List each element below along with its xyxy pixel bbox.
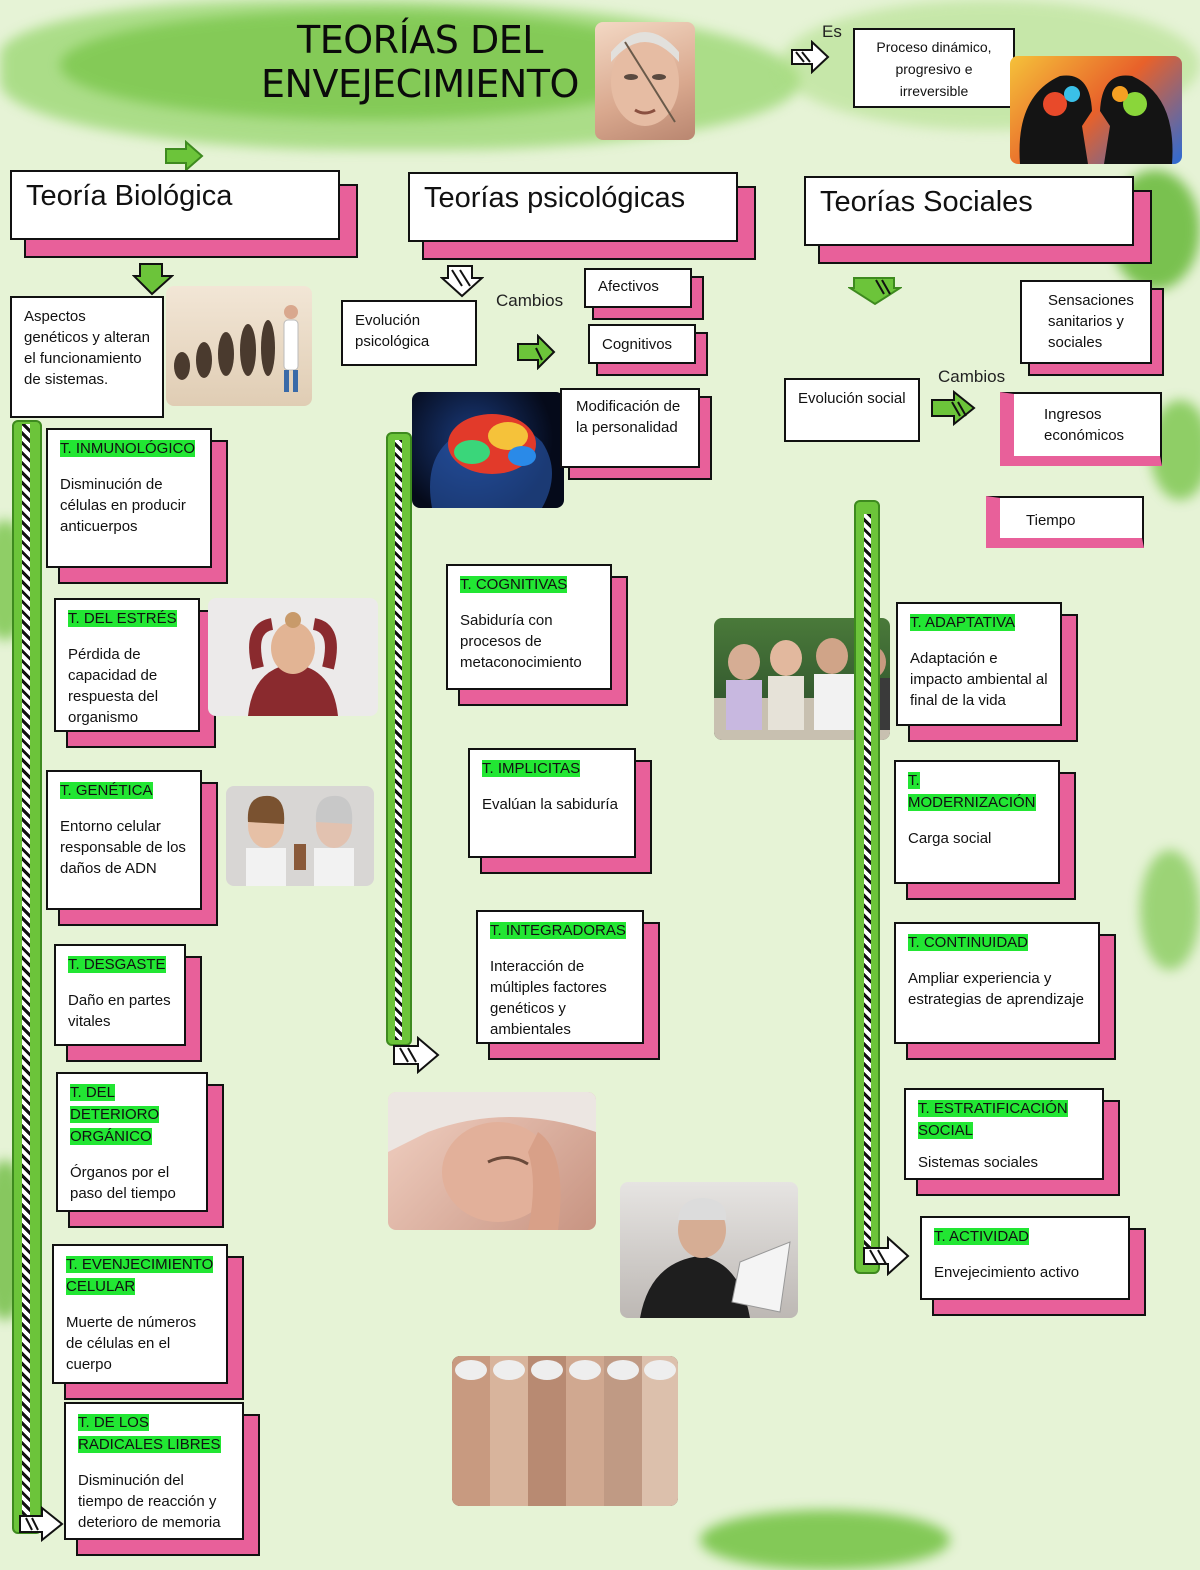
social-changes-arrow-icon xyxy=(931,390,976,426)
definition-arrow-icon xyxy=(791,40,830,74)
biological-header-label: Teoría Biológica xyxy=(26,180,233,212)
soc-theory-desc: Envejecimiento activo xyxy=(934,1264,1080,1281)
soc-theory-desc: Carga social xyxy=(908,830,992,847)
soc-theory-name: T. ESTRATIFICACIÓN SOCIAL xyxy=(918,1100,1068,1139)
change-label: Tiempo xyxy=(1026,512,1076,529)
psychological-header-label: Teorías psicológicas xyxy=(424,182,686,214)
social-changes-label: Cambios xyxy=(938,367,1006,386)
soc-theory-desc: Ampliar experiencia y estrategias de apr… xyxy=(908,970,1084,1008)
social-change-tiempo: Tiempo xyxy=(986,496,1144,548)
definition-label: Es xyxy=(822,22,842,41)
bio-theory-desc: Disminución de células en producir antic… xyxy=(60,476,186,535)
definition-box: Proceso dinámico, progresivo e irreversi… xyxy=(853,28,1015,108)
social-header: Teorías Sociales xyxy=(804,176,1134,246)
psy-theory-implicitas: T. IMPLICITAS Evalúan la sabiduría xyxy=(468,748,636,858)
bio-theory-name: T. DE LOS RADICALES LIBRES xyxy=(78,1414,221,1453)
biological-intro-box: Aspectos genéticos y alteran el funciona… xyxy=(10,296,164,418)
soc-theory-continuidad: T. CONTINUIDAD Ampliar experiencia y est… xyxy=(894,922,1100,1044)
social-intro-text: Evolución social xyxy=(798,390,906,407)
psychological-modification-box: Modificación de la personalidad xyxy=(560,388,700,468)
reading-man-image xyxy=(620,1182,798,1318)
page-title: TEORÍAS DEL ENVEJECIMIENTO xyxy=(230,18,610,106)
bio-theory-genetica: T. GENÉTICA Entorno celular responsable … xyxy=(46,770,202,910)
psy-theory-cognitivas: T. COGNITIVAS Sabiduría con procesos de … xyxy=(446,564,612,690)
soc-theory-modernizacion: T. MODERNIZACIÓN Carga social xyxy=(894,760,1060,884)
social-change-ingresos: Ingresos económicos xyxy=(1000,392,1162,466)
bio-theory-deterioro: T. DEL DETERIORO ORGÁNICO Órganos por el… xyxy=(56,1072,208,1212)
bio-theory-desc: Muerte de números de células en el cuerp… xyxy=(66,1314,197,1373)
modification-text: Modificación de la personalidad xyxy=(576,398,681,436)
bio-theory-name: T. DEL ESTRÉS xyxy=(68,610,177,627)
soc-theory-name: T. ADAPTATIVA xyxy=(910,614,1016,631)
biological-flow-end-arrow-icon xyxy=(19,1506,64,1542)
psy-theory-name: T. COGNITIVAS xyxy=(460,576,568,593)
psy-theory-desc: Sabiduría con procesos de metaconocimien… xyxy=(460,612,582,671)
social-down-arrow-icon xyxy=(848,277,902,306)
bio-theory-name: T. DESGASTE xyxy=(68,956,166,973)
soc-theory-actividad: T. ACTIVIDAD Envejecimiento activo xyxy=(920,1216,1130,1300)
bio-theory-name: T. EVENJECIMIENTO CELULAR xyxy=(66,1256,214,1295)
change-label: Cognitivos xyxy=(602,336,673,353)
bio-theory-name: T. DEL DETERIORO ORGÁNICO xyxy=(70,1084,160,1145)
psychological-intro-text: Evolución psicológica xyxy=(355,312,430,350)
psy-theory-name: T. INTEGRADORAS xyxy=(490,922,626,939)
social-header-label: Teorías Sociales xyxy=(820,186,1033,218)
psychological-changes-arrow-icon xyxy=(517,334,556,370)
bio-theory-desc: Órganos por el paso del tiempo xyxy=(70,1164,176,1202)
elderly-faces-image xyxy=(452,1356,678,1506)
soc-theory-name: T. MODERNIZACIÓN xyxy=(908,772,1036,811)
bio-theory-name: T. GENÉTICA xyxy=(60,782,153,799)
title-line-1: TEORÍAS DEL xyxy=(297,18,543,62)
title-arrow-icon xyxy=(165,140,204,172)
brain-image xyxy=(412,392,564,508)
aging-face-image xyxy=(595,22,695,140)
psychological-intro-box: Evolución psicológica xyxy=(341,300,477,366)
bio-theory-desc: Disminución del tiempo de reacción y det… xyxy=(78,1472,221,1531)
title-line-2: ENVEJECIMIENTO xyxy=(261,62,579,106)
bio-theory-desc: Pérdida de capacidad de respuesta del or… xyxy=(68,646,159,726)
bio-theory-name: T. INMUNOLÓGICO xyxy=(60,440,196,457)
bio-theory-inmunologico: T. INMUNOLÓGICO Disminución de células e… xyxy=(46,428,212,568)
soc-theory-name: T. CONTINUIDAD xyxy=(908,934,1028,951)
soc-theory-desc: Adaptación e impacto ambiental al final … xyxy=(910,650,1048,709)
social-change-sensaciones: Sensaciones sanitarios y sociales xyxy=(1020,280,1152,364)
bio-theory-radicales: T. DE LOS RADICALES LIBRES Disminución d… xyxy=(64,1402,244,1540)
psy-theory-desc: Interacción de múltiples factores genéti… xyxy=(490,958,607,1038)
psychological-change-cognitivos: Cognitivos xyxy=(588,324,696,364)
bio-theory-desgaste: T. DESGASTE Daño en partes vitales xyxy=(54,944,186,1046)
bio-theory-estres: T. DEL ESTRÉS Pérdida de capacidad de re… xyxy=(54,598,200,732)
psychological-down-arrow-icon xyxy=(440,265,484,298)
definition-text: Proceso dinámico, progresivo e irreversi… xyxy=(876,39,992,99)
soc-theory-name: T. ACTIVIDAD xyxy=(934,1228,1030,1245)
soc-theory-desc: Sistemas sociales xyxy=(918,1154,1039,1171)
biological-down-arrow-icon xyxy=(132,263,174,296)
psychological-change-afectivos: Afectivos xyxy=(584,268,692,308)
thinking-woman-image xyxy=(388,1092,596,1230)
psy-theory-integradoras: T. INTEGRADORAS Interacción de múltiples… xyxy=(476,910,644,1044)
heads-gears-image xyxy=(1010,56,1182,164)
bio-theory-desc: Daño en partes vitales xyxy=(68,992,171,1030)
biological-intro-text: Aspectos genéticos y alteran el funciona… xyxy=(24,308,150,388)
young-old-woman-image xyxy=(226,786,374,886)
bio-theory-celular: T. EVENJECIMIENTO CELULAR Muerte de núme… xyxy=(52,1244,228,1384)
biological-flow-track-inner xyxy=(22,424,30,1524)
psychological-changes-label: Cambios xyxy=(496,291,564,310)
psychological-flow-end-arrow-icon xyxy=(393,1036,440,1074)
social-flow-track-inner xyxy=(864,514,871,1264)
psy-theory-desc: Evalúan la sabiduría xyxy=(482,796,618,813)
psychological-header: Teorías psicológicas xyxy=(408,172,738,242)
soc-theory-adaptativa: T. ADAPTATIVA Adaptación e impacto ambie… xyxy=(896,602,1062,726)
psychological-flow-track-inner xyxy=(395,440,402,1040)
evolution-image xyxy=(166,286,312,406)
biological-header: Teoría Biológica xyxy=(10,170,340,240)
social-intro-box: Evolución social xyxy=(784,378,920,442)
change-label: Sensaciones sanitarios y sociales xyxy=(1048,292,1134,351)
social-flow-end-arrow-icon xyxy=(863,1236,910,1276)
bio-theory-desc: Entorno celular responsable de los daños… xyxy=(60,818,186,877)
psy-theory-name: T. IMPLICITAS xyxy=(482,760,581,777)
change-label: Ingresos económicos xyxy=(1044,406,1125,444)
soc-theory-estratificacion: T. ESTRATIFICACIÓN SOCIAL Sistemas socia… xyxy=(904,1088,1104,1180)
change-label: Afectivos xyxy=(598,278,659,295)
stressed-man-image xyxy=(208,598,378,716)
